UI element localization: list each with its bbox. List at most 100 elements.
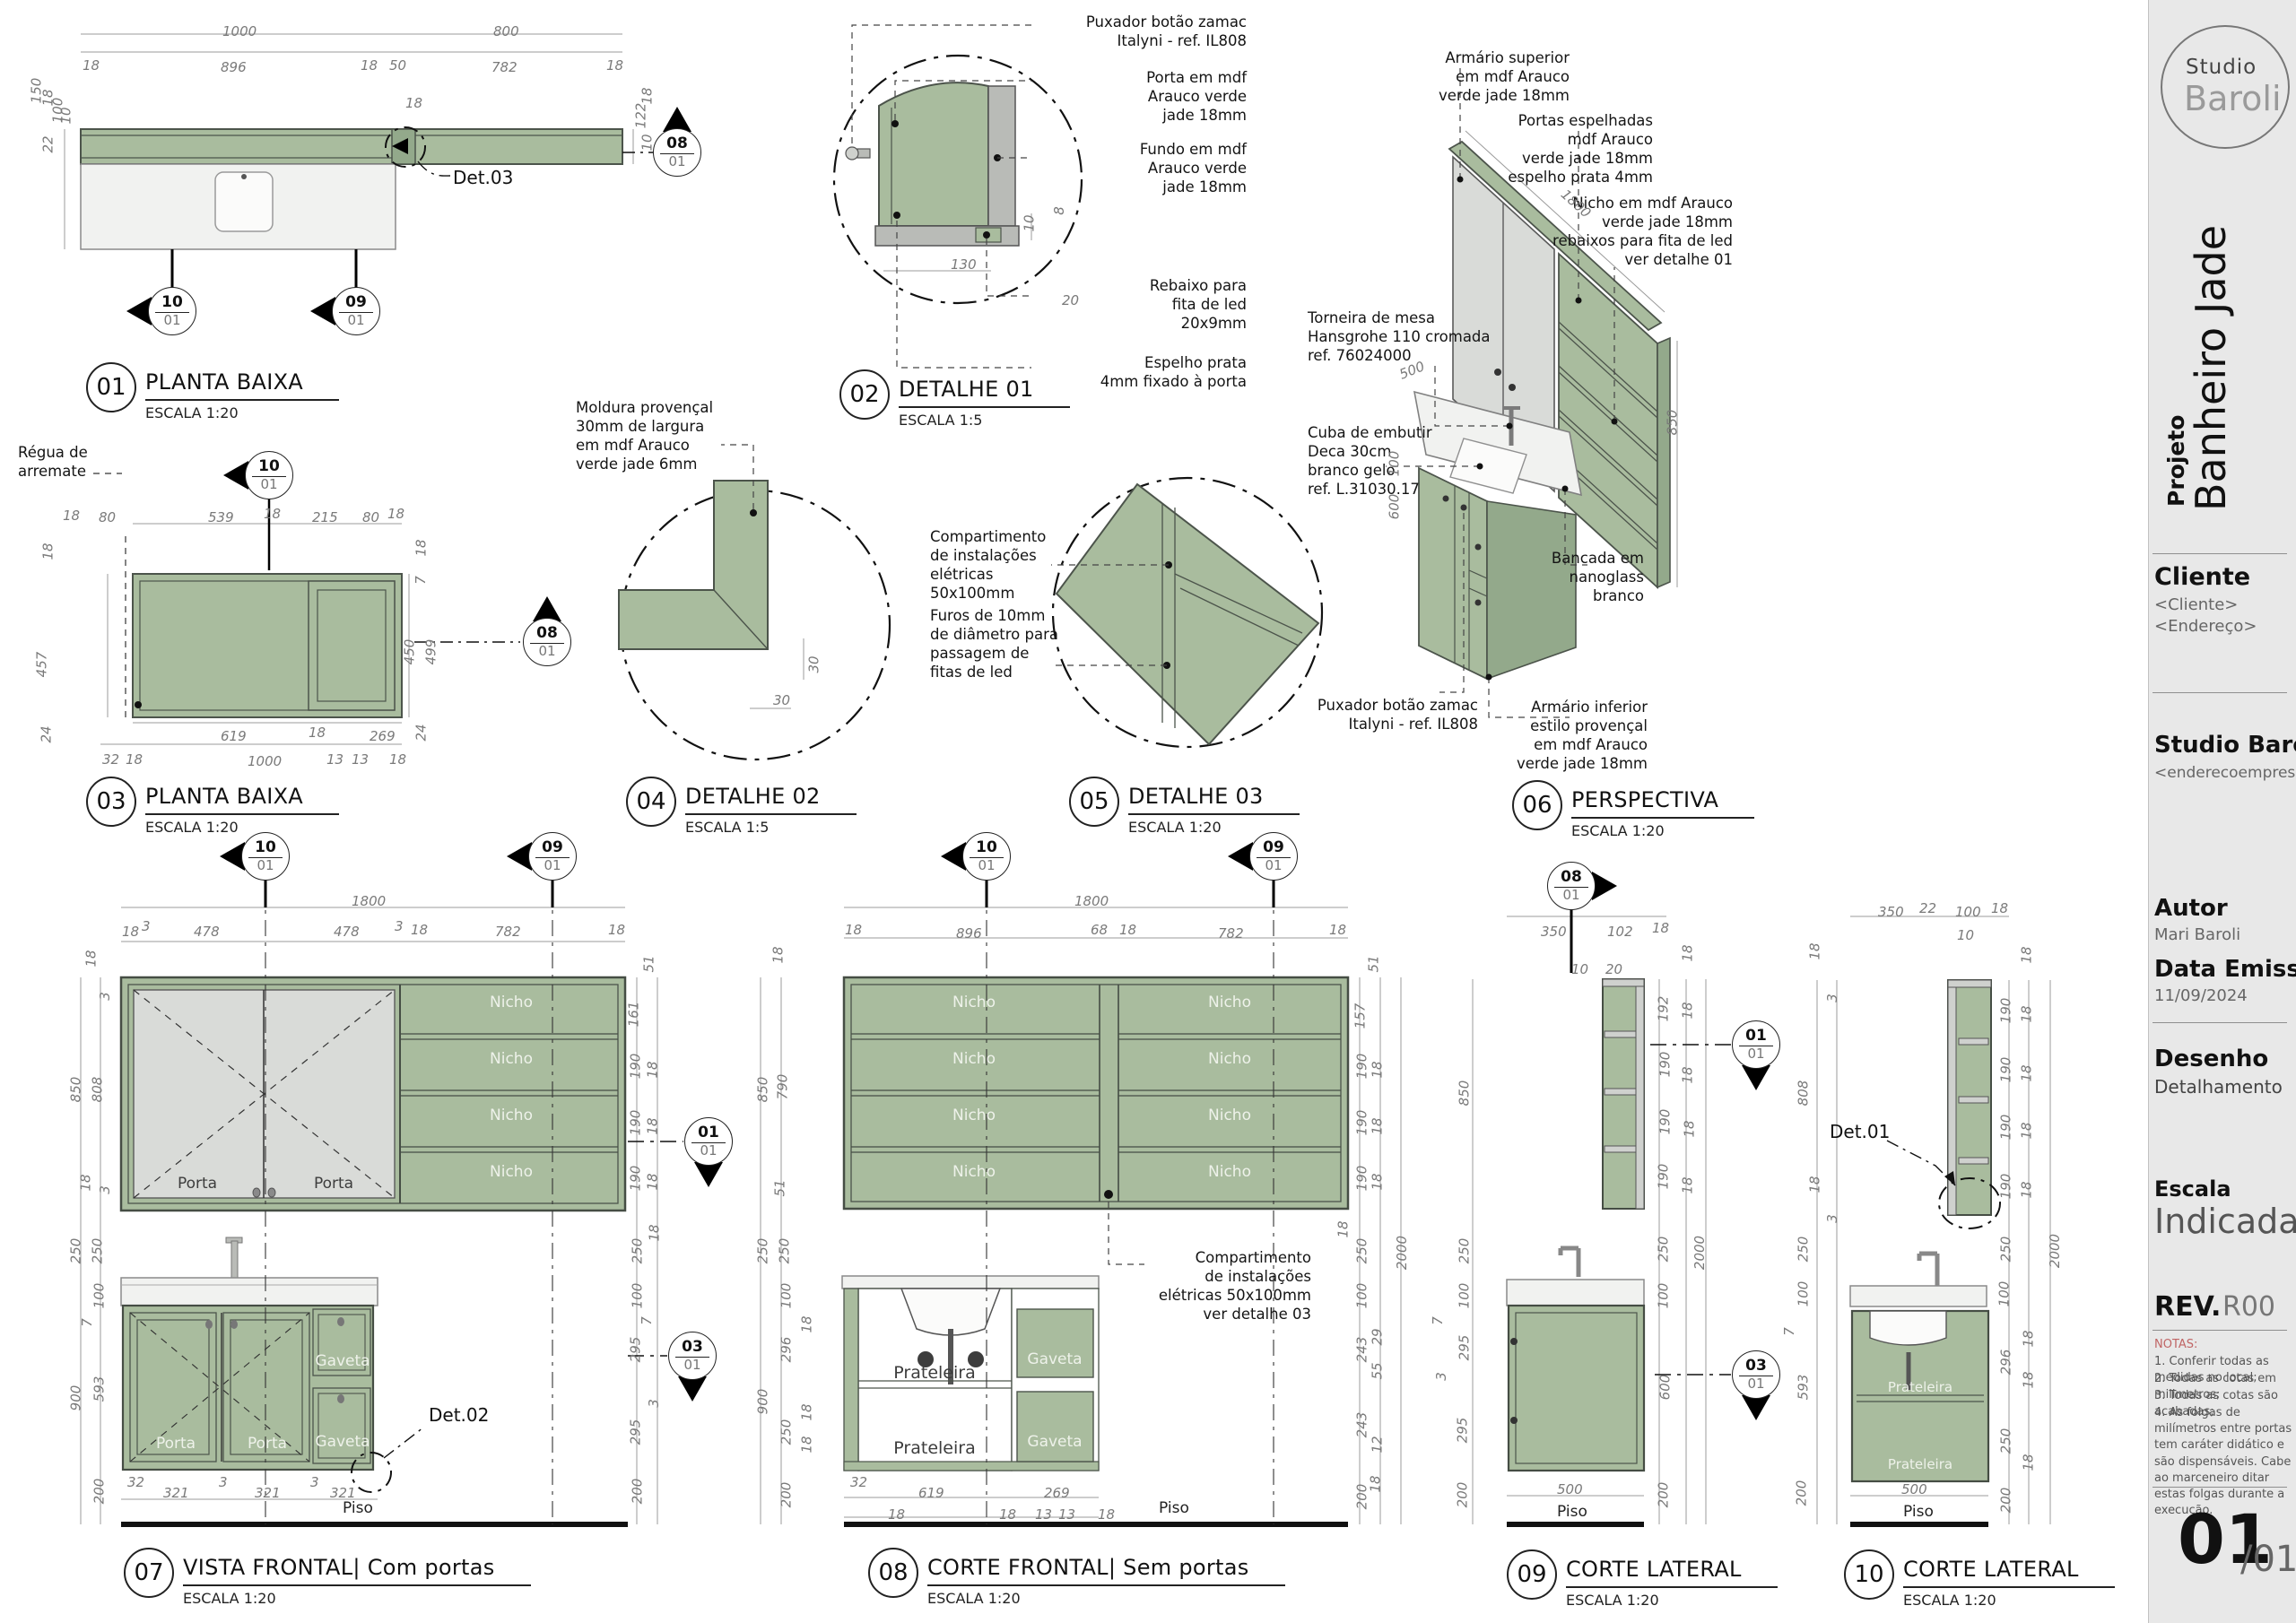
- studio-value: <enderecoempresa>: [2154, 764, 2296, 782]
- view-title-text: CORTE LATERAL: [1903, 1549, 2115, 1588]
- view-title-text: DETALHE 01: [899, 369, 1070, 408]
- view-scale: ESCALA 1:20: [1566, 1592, 1659, 1609]
- nicho-label: Nicho: [952, 1107, 996, 1124]
- prateleira-label: Prateleira: [893, 1363, 976, 1383]
- cliente-label: Cliente: [2154, 563, 2251, 591]
- dim-label: 321: [255, 1485, 281, 1501]
- endereco-value: <Endereço>: [2154, 617, 2257, 636]
- marker-number: 08: [660, 135, 694, 154]
- dim-label: 18: [644, 1117, 661, 1135]
- det02-circle: [351, 1452, 392, 1493]
- marker-sheet: 01: [260, 475, 278, 492]
- dim-label: 296: [1997, 1349, 2014, 1376]
- dim-label: 808: [1795, 1080, 1812, 1107]
- dim-label: 22: [39, 135, 57, 153]
- annotation-compartimento: Compartimento de instalações elétricas 5…: [930, 528, 1047, 603]
- projeto-title: Banheiro Jade: [2187, 224, 2235, 511]
- dim-label: 18: [1681, 1120, 1698, 1138]
- annotation-moldura: Moldura provençal 30mm de largura em mdf…: [576, 399, 714, 473]
- leader-lines: [851, 24, 1031, 369]
- dim-label: 18: [644, 1173, 661, 1191]
- handle-dot: [135, 701, 142, 708]
- marker-sheet: 01: [347, 311, 365, 328]
- marker-number: 09: [535, 839, 570, 858]
- det03-label: Det.03: [453, 167, 514, 188]
- dim-label: 18: [639, 87, 656, 105]
- dim-label: 500: [1901, 1481, 1927, 1497]
- dim-label: 808: [89, 1076, 106, 1103]
- dim-label: 32: [102, 751, 120, 768]
- dim-label: 3: [1823, 994, 1840, 1002]
- autor-label: Autor: [2154, 895, 2228, 922]
- rev-value: R00: [2222, 1291, 2276, 1323]
- dim-label: 24: [38, 725, 55, 743]
- door-plan: [308, 580, 396, 711]
- dim-label: 80: [99, 509, 117, 525]
- dim-label: 190: [627, 1165, 644, 1192]
- back-panel-section: [987, 85, 1016, 227]
- dim-label: 18: [2018, 1122, 2035, 1140]
- dim-label: 130: [951, 256, 977, 273]
- marker-number: 10: [970, 839, 1004, 858]
- dim-label: 18: [1098, 1506, 1116, 1523]
- dim-label: 32: [850, 1474, 868, 1490]
- niche-shelves: [400, 1033, 618, 1153]
- dim-label: 18: [63, 508, 81, 524]
- dim-label: 22: [1919, 900, 1937, 916]
- faucet-side: [1558, 1245, 1581, 1277]
- dim-label: 100: [91, 1282, 108, 1309]
- prateleira-label: Prateleira: [893, 1438, 976, 1458]
- annotation-armario-inferior: Armário inferior estilo provençal em mdf…: [1517, 699, 1648, 773]
- porta-label: Porta: [177, 1175, 218, 1193]
- dim-label: 3: [96, 992, 113, 1001]
- dim-label: 1000: [248, 753, 283, 769]
- dim-label: 190: [1997, 997, 2014, 1024]
- dim-label: 192: [1655, 995, 1672, 1022]
- dim-label: 18: [888, 1506, 906, 1523]
- dim-label: 18: [309, 725, 326, 741]
- piso-label: Piso: [1159, 1499, 1189, 1517]
- nota-3: 3. Todas as cotas são acabadas;: [2154, 1389, 2278, 1419]
- dim-label: 3: [1432, 1372, 1449, 1381]
- sink-plan: [214, 171, 274, 232]
- dim-label: 18: [1806, 1176, 1823, 1193]
- annotation-cuba: Cuba de embutir Deca 30cm branco gelo re…: [1308, 424, 1432, 499]
- marker-number: 10: [252, 458, 286, 477]
- shelf: [1958, 1037, 1989, 1046]
- view09-corte-lateral-drawing: [1506, 897, 1731, 1527]
- dim-label: 1000: [222, 23, 257, 39]
- view05-detalhe03-drawing: [1051, 476, 1324, 749]
- dim-label: 18: [387, 506, 405, 522]
- nicho-label: Nicho: [490, 1163, 533, 1181]
- dim-label: 200: [91, 1478, 108, 1505]
- dim-label: 200: [1655, 1481, 1672, 1508]
- dim-label: 190: [1997, 1173, 2014, 1200]
- dim-label: 478: [194, 924, 220, 940]
- door-handle: [252, 1187, 261, 1198]
- dim-label: 243: [1353, 1411, 1370, 1438]
- marker-sheet: 01: [1747, 1375, 1765, 1392]
- dim-label: 18: [798, 1436, 815, 1454]
- dim-label: 215: [312, 509, 338, 525]
- dim-label: 18: [1119, 922, 1137, 938]
- dim-label: 51: [1365, 955, 1382, 973]
- dim-label: 190: [1997, 1114, 2014, 1141]
- gaveta-label: Gaveta: [315, 1433, 370, 1451]
- dim-label: 18: [646, 1224, 663, 1242]
- annotation-nicho: Nicho em mdf Arauco verde jade 18mm reba…: [1552, 195, 1733, 269]
- porta-label: Porta: [247, 1435, 288, 1453]
- annotation-armario-superior: Armário superior em mdf Arauco verde jad…: [1439, 49, 1570, 105]
- prateleira-label: Prateleira: [1887, 1379, 1953, 1395]
- projeto-label: Projeto: [2163, 414, 2189, 507]
- dim-label: 102: [1607, 924, 1633, 940]
- dim-label: 18: [1679, 1002, 1696, 1020]
- dim-label: 18: [1369, 1117, 1386, 1135]
- dim-label: 7: [1780, 1327, 1797, 1336]
- faucet: [230, 1240, 239, 1279]
- view-title-text: CORTE FRONTAL| Sem portas: [927, 1548, 1285, 1586]
